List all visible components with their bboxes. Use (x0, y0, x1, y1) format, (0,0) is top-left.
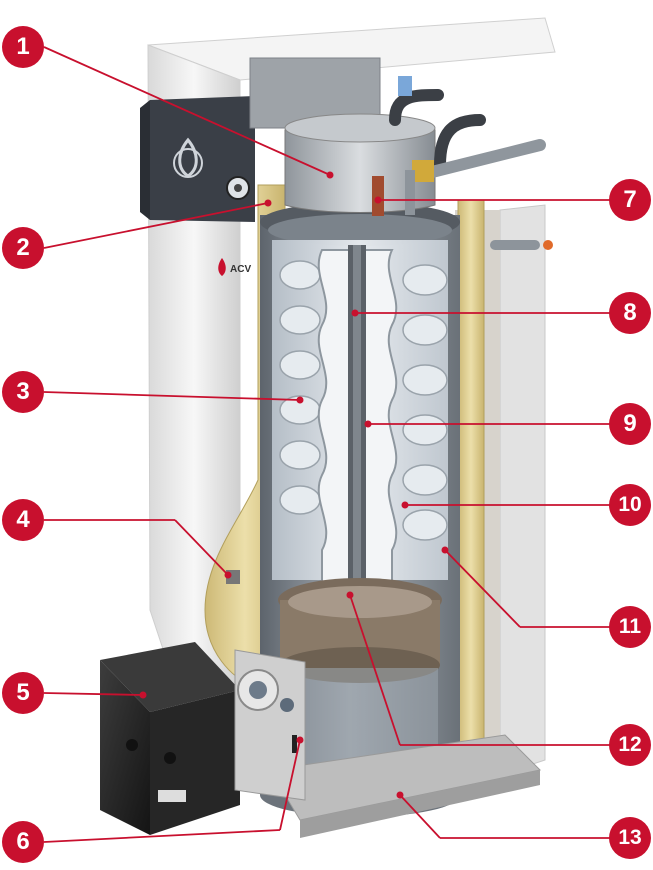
callout-anchor-dots (139, 171, 449, 799)
callout-badge: 11 (609, 606, 651, 648)
callout-badge: 8 (609, 292, 651, 334)
heat-exchanger-coil (279, 260, 448, 541)
water-connection-pipes (226, 76, 553, 584)
callout-badge: 10 (609, 484, 651, 526)
callout-badge: 5 (2, 672, 44, 714)
callout-badge: 1 (2, 26, 44, 68)
callout-badge: 6 (2, 821, 44, 863)
base-plate (269, 734, 542, 838)
callout-badge: 13 (609, 817, 651, 859)
brand-logo-text: ACV (230, 264, 251, 275)
callout-badge: 2 (2, 227, 44, 269)
control-panel (140, 96, 255, 222)
pressure-gauge-icon (226, 176, 250, 200)
callout-badge: 4 (2, 499, 44, 541)
callout-leader-lines (43, 46, 610, 843)
callout-badge: 7 (609, 179, 651, 221)
insulation-foam-right (457, 199, 485, 771)
callout-badge: 3 (2, 371, 44, 413)
callout-badge: 9 (609, 403, 651, 445)
acv-logo-icon (218, 258, 226, 276)
flame-icon (173, 137, 203, 178)
callout-badge: 12 (609, 724, 651, 766)
